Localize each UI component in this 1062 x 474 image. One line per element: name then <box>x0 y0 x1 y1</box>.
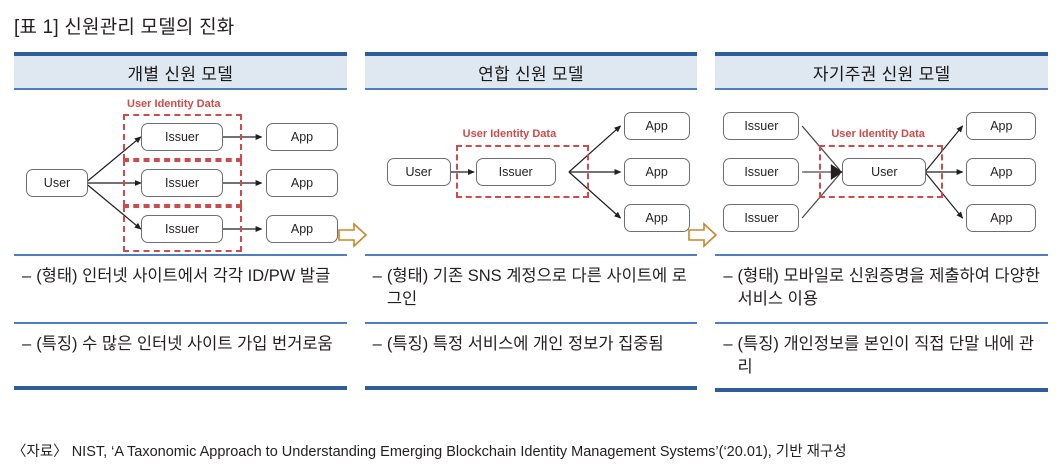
issuer-node-1: Issuer <box>141 123 223 151</box>
column-header-label: 개별 신원 모델 <box>127 64 234 84</box>
diagram-self-sovereign-identity-model: User Identity Data <box>715 90 1048 254</box>
user-identity-data-boundary <box>455 145 589 198</box>
app-node-3: App <box>966 204 1037 232</box>
user-node: User <box>386 158 451 186</box>
user-identity-data-boundary <box>819 145 944 198</box>
app-node-3: App <box>266 215 338 243</box>
diagram-federated-identity-model: User Identity Data User Issuer App <box>365 90 698 254</box>
issuer-node-1: Issuer <box>475 158 556 186</box>
app-node-2: App <box>966 158 1037 186</box>
column-federated-identity-model: 연합 신원 모델 User Identity Data User <box>364 52 698 392</box>
bullet-dash: – <box>372 335 382 353</box>
bullet-dash: – <box>22 267 32 285</box>
bullet-dash: – <box>723 267 733 285</box>
transition-arrow-2 <box>688 222 718 248</box>
app-node-1: App <box>266 123 338 151</box>
user-identity-data-label: User Identity Data <box>831 128 925 140</box>
diagram-individual-identity-model: User Identity Data <box>14 90 347 254</box>
row-feature-2: – (특징) 특정 서비스에 개인 정보가 집중됨 <box>364 322 698 390</box>
app-node-2: App <box>266 169 338 197</box>
user-identity-data-boundary-3 <box>123 206 242 252</box>
bullet-dash: – <box>22 335 32 353</box>
issuer-node-2: Issuer <box>723 158 800 186</box>
user-node: User <box>842 158 927 186</box>
row-form-1: – (형태) 인터넷 사이트에서 각각 ID/PW 발글 <box>14 254 347 322</box>
app-node-1: App <box>623 112 690 140</box>
bullet-dash: – <box>723 335 733 353</box>
issuer-node-2: Issuer <box>141 169 223 197</box>
bullet-text: (특징) 개인정보를 본인이 직접 단말 내에 관리 <box>737 335 1035 377</box>
bullet-text: (특징) 수 많은 인터넷 사이트 가입 번거로움 <box>36 335 333 353</box>
transition-arrow-1 <box>338 222 368 248</box>
column-header-1: 개별 신원 모델 <box>14 52 347 90</box>
issuer-node-3: Issuer <box>723 204 800 232</box>
row-feature-3: – (특징) 개인정보를 본인이 직접 단말 내에 관리 <box>715 322 1049 392</box>
column-self-sovereign-identity-model: 자기주권 신원 모델 User Identity Data <box>715 52 1049 392</box>
user-identity-data-label: User Identity Data <box>462 128 557 140</box>
bullet-dash: – <box>372 267 382 285</box>
page-title: [표 1] 신원관리 모델의 진화 <box>14 17 235 38</box>
row-feature-1: – (특징) 수 많은 인터넷 사이트 가입 번거로움 <box>14 322 347 390</box>
app-node-1: App <box>966 112 1037 140</box>
issuer-node-3: Issuer <box>141 215 223 243</box>
column-header-label: 자기주권 신원 모델 <box>812 64 951 84</box>
app-node-2: App <box>623 158 690 186</box>
issuer-node-1: Issuer <box>723 112 800 140</box>
row-form-3: – (형태) 모바일로 신원증명을 제출하여 다양한 서비스 이용 <box>715 254 1049 322</box>
column-header-3: 자기주권 신원 모델 <box>715 52 1049 90</box>
bullet-text: (형태) 기존 SNS 계정으로 다른 사이트에 로그인 <box>386 267 687 309</box>
column-header-label: 연합 신원 모델 <box>478 64 584 84</box>
bullet-text: (특징) 특정 서비스에 개인 정보가 집중됨 <box>386 335 664 353</box>
bullet-text: (형태) 모바일로 신원증명을 제출하여 다양한 서비스 이용 <box>737 267 1041 309</box>
row-form-2: – (형태) 기존 SNS 계정으로 다른 사이트에 로그인 <box>364 254 698 322</box>
user-identity-data-boundary-1 <box>123 114 242 160</box>
user-node: User <box>26 169 88 197</box>
bullet-text: (형태) 인터넷 사이트에서 각각 ID/PW 발글 <box>36 267 331 285</box>
comparison-table: 개별 신원 모델 User Identity Data <box>14 52 1049 392</box>
connector-lines <box>448 125 622 219</box>
user-identity-data-label: User Identity Data <box>127 98 221 110</box>
column-individual-identity-model: 개별 신원 모델 User Identity Data <box>14 52 347 392</box>
source-note: 〈자료〉 NIST, ‘A Taxonomic Approach to Unde… <box>12 444 847 460</box>
column-header-2: 연합 신원 모델 <box>364 52 698 90</box>
user-identity-data-boundary-2 <box>123 160 242 206</box>
app-node-3: App <box>623 204 690 232</box>
